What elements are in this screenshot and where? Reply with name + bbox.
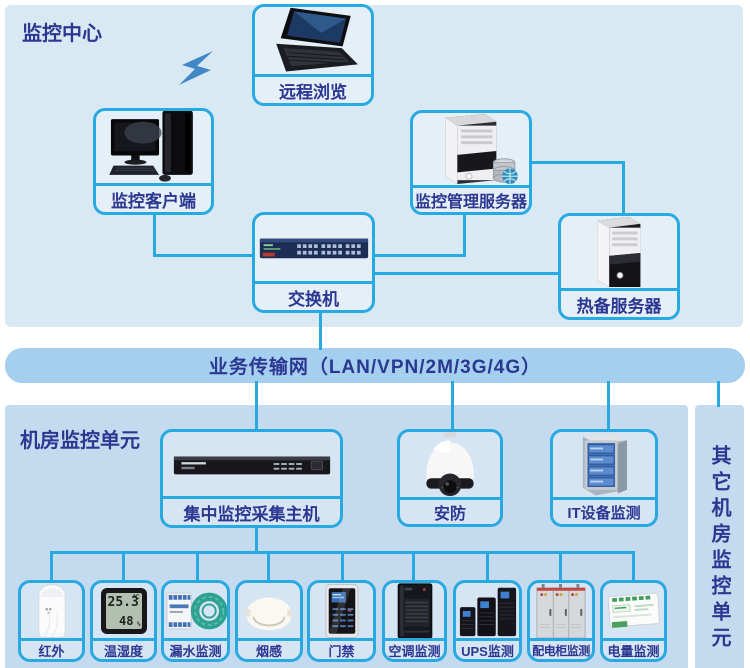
connector-line (267, 551, 270, 581)
desktop-computer-icon (108, 111, 193, 182)
connector-line (50, 551, 53, 581)
node-collection-host: 集中监控采集主机 (160, 429, 343, 528)
thermo-hygrometer-icon: 25.3 ℃ 48 % (100, 587, 147, 634)
device-smoke: 烟感 (235, 580, 303, 662)
connector-line (196, 551, 199, 581)
device-label: UPS监测 (456, 638, 519, 659)
connector-line (717, 381, 720, 407)
monitoring-center-title: 监控中心 (22, 23, 102, 45)
node-standby-server: 热备服务器 (558, 213, 680, 320)
connector-line (463, 214, 466, 257)
device-label: 空调监测 (385, 638, 444, 659)
other-units-label: 其它机房监控单元 (708, 445, 730, 653)
connector-line (559, 551, 562, 581)
connector-line (622, 161, 625, 215)
node-label: IT设备监测 (553, 497, 655, 524)
power-cabinet-icon (536, 583, 586, 638)
connector-line (530, 161, 625, 164)
device-label: 配电柜监测 (530, 638, 592, 659)
connector-line (412, 551, 415, 581)
device-label: 烟感 (238, 638, 300, 659)
connector-line (153, 215, 156, 257)
access-control-icon (324, 583, 359, 638)
device-label: 漏水监测 (164, 638, 227, 659)
ups-icon (459, 587, 516, 636)
node-label: 安防 (400, 497, 500, 524)
laptop-icon (276, 7, 358, 72)
node-switch: 交换机 (252, 212, 375, 313)
node-label: 集中监控采集主机 (163, 496, 340, 525)
device-label: 温湿度 (93, 638, 154, 659)
device-label: 红外 (21, 638, 82, 659)
connector-line (319, 312, 322, 350)
leak-detector-icon (165, 592, 227, 629)
node-label: 远程浏览 (255, 74, 371, 103)
device-door-access: 门禁 (307, 580, 376, 662)
energy-meter-icon (607, 592, 660, 628)
lcd-humidity-unit: % (136, 620, 141, 628)
connector-line (632, 551, 635, 581)
device-label: 电量监测 (603, 638, 664, 659)
node-security: 安防 (397, 429, 503, 527)
air-conditioner-icon (397, 583, 432, 638)
connector-line (255, 527, 258, 554)
node-label: 交换机 (255, 281, 372, 310)
device-water-leak: 漏水监测 (161, 580, 230, 662)
lcd-temperature: 25.3 (107, 594, 139, 610)
node-label: 热备服务器 (561, 288, 677, 317)
dome-camera-icon (426, 432, 474, 496)
node-management-server: 监控管理服务器 (410, 110, 532, 215)
tower-server-icon (597, 216, 641, 288)
smoke-detector-icon (245, 597, 293, 630)
device-power-cabinet: 配电柜监测 (527, 580, 595, 662)
node-label: 监控客户端 (96, 183, 211, 212)
lightning-icon (179, 51, 213, 85)
node-remote-browsing: 远程浏览 (252, 4, 374, 106)
device-temp-humidity: 25.3 ℃ 48 % 温湿度 (90, 580, 157, 662)
node-label: 监控管理服务器 (413, 185, 529, 212)
lcd-humidity: 48 (119, 613, 134, 628)
rack-host-icon (173, 456, 330, 475)
node-monitoring-client: 监控客户端 (93, 108, 214, 215)
connector-line (373, 254, 466, 257)
it-rack-icon (582, 432, 627, 495)
pir-sensor-icon (37, 583, 66, 638)
other-units-sidebar: 其它机房监控单元 (695, 405, 744, 668)
transport-network-bar: 业务传输网（LAN/VPN/2M/3G/4G） (5, 348, 745, 383)
device-label: 门禁 (310, 638, 373, 659)
connector-line (451, 381, 454, 431)
connector-line (486, 551, 489, 581)
device-air-conditioning: 空调监测 (382, 580, 447, 662)
connector-line (255, 381, 258, 431)
connector-line (373, 272, 560, 275)
device-ups: UPS监测 (453, 580, 522, 662)
server-database-icon (445, 113, 518, 185)
room-unit-title: 机房监控单元 (20, 430, 140, 452)
connector-line (153, 254, 254, 257)
connector-line (607, 381, 610, 431)
network-switch-icon (259, 238, 368, 259)
device-energy-meter: 电量监测 (600, 580, 667, 662)
device-infrared: 红外 (18, 580, 85, 662)
node-it-monitoring: IT设备监测 (550, 429, 658, 527)
transport-network-label: 业务传输网（LAN/VPN/2M/3G/4G） (208, 357, 542, 378)
lcd-temperature-unit: ℃ (132, 593, 140, 601)
connector-line (341, 551, 344, 581)
connector-line (122, 551, 125, 581)
